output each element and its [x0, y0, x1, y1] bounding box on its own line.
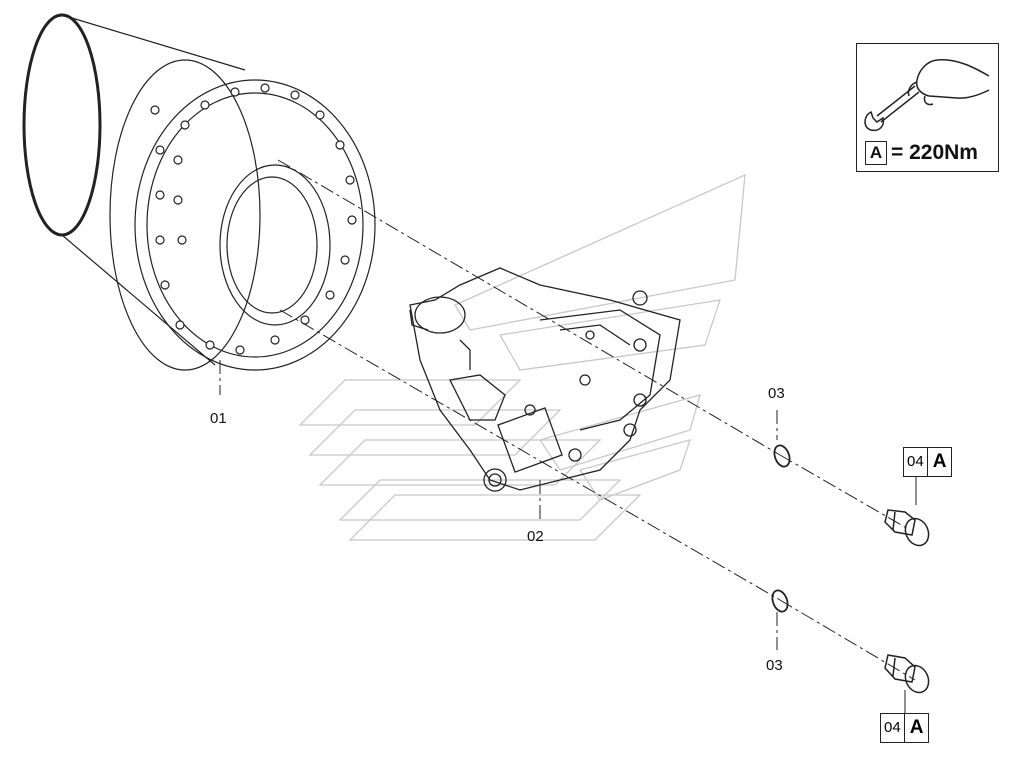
bolt-upper	[884, 509, 930, 547]
bolt-holes	[150, 83, 357, 355]
callout-03-lower: 03	[766, 657, 783, 674]
snap-ring-upper	[773, 444, 791, 468]
snap-ring-lower	[771, 589, 789, 613]
callout-01: 01	[210, 410, 227, 427]
torque-spec-box: A = 220Nm	[856, 43, 999, 172]
callout-04-lower-number: 04	[881, 714, 905, 742]
callout-04-lower-letter: A	[909, 717, 924, 738]
callout-04-upper: 04 A	[903, 447, 953, 477]
hand-wrench-icon	[864, 59, 990, 132]
callout-04-lower: 04 A	[880, 713, 930, 743]
bolt-lower	[884, 654, 930, 694]
torque-value: = 220Nm	[891, 141, 978, 164]
torque-letter-box: A	[865, 141, 887, 165]
gearbox-housing-part	[22, 13, 376, 371]
center-lines	[219, 159, 916, 681]
watermark-logo	[298, 173, 746, 541]
callout-02: 02	[527, 528, 544, 545]
callout-04-upper-letter: A	[932, 451, 947, 472]
callout-03-upper: 03	[768, 385, 785, 402]
hydraulic-motor-part	[409, 267, 681, 492]
callout-04-upper-number: 04	[904, 448, 928, 476]
